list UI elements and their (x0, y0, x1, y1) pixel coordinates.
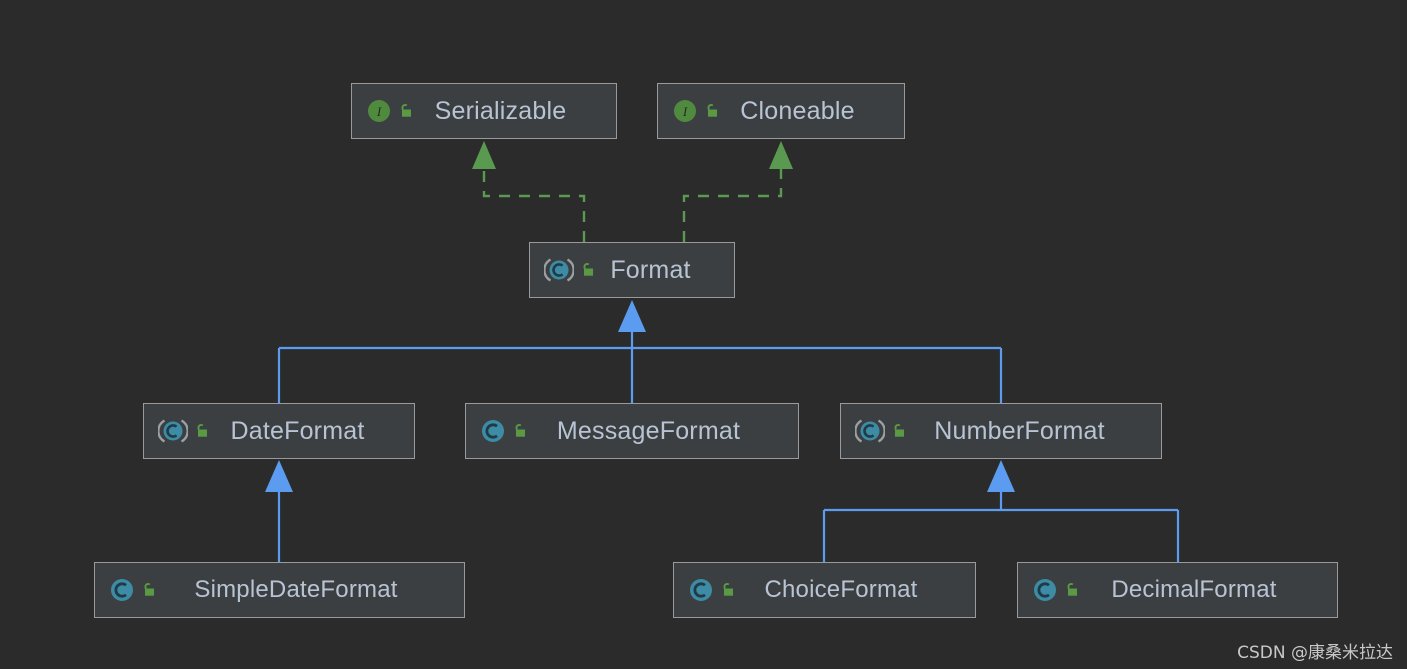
inheritance-arrowhead (618, 300, 646, 332)
inheritance-arrowhead (987, 460, 1015, 492)
node-simpledateformat[interactable]: SimpleDateFormat (94, 562, 465, 618)
node-icon-group (544, 257, 597, 283)
edge-simpledateformat-dateformat (265, 460, 293, 562)
interface-icon: I (674, 100, 696, 122)
node-icon-group (688, 577, 737, 603)
node-label: Serializable (434, 96, 567, 125)
node-serializable[interactable]: I Serializable (351, 83, 617, 139)
edge-group-numberformat-children (822, 460, 1180, 562)
node-label: Format (610, 255, 691, 284)
public-lock-icon (401, 104, 411, 117)
node-choiceformat[interactable]: ChoiceFormat (673, 562, 976, 618)
watermark: CSDN @康桑米拉达 (1237, 643, 1393, 663)
public-lock-icon (1067, 583, 1077, 596)
node-dateformat[interactable]: DateFormat (143, 403, 415, 459)
svg-text:I: I (376, 104, 382, 119)
svg-text:I: I (682, 104, 688, 119)
node-label: MessageFormat (556, 416, 741, 445)
node-icon-group (109, 577, 158, 603)
public-lock-icon (144, 583, 154, 596)
node-label: Cloneable (740, 96, 855, 125)
realization-arrowhead (472, 141, 496, 169)
edge-format-serializable (472, 141, 586, 242)
edge-group-format-children (277, 300, 1003, 403)
abstract-class-icon (158, 419, 188, 443)
edge-format-cloneable (682, 141, 793, 242)
public-lock-icon (583, 263, 593, 276)
node-messageformat[interactable]: MessageFormat (465, 403, 799, 459)
node-icon-group: I (672, 98, 721, 124)
interface-icon: I (368, 100, 390, 122)
public-lock-icon (707, 104, 717, 117)
class-icon (690, 579, 712, 601)
public-lock-icon (723, 583, 733, 596)
node-label: SimpleDateFormat (194, 576, 398, 603)
realization-arrowhead (769, 141, 793, 169)
class-icon (1034, 579, 1056, 601)
node-format[interactable]: Format (529, 242, 735, 298)
abstract-class-icon (855, 419, 885, 443)
node-numberformat[interactable]: NumberFormat (840, 403, 1162, 459)
node-icon-group (1032, 577, 1081, 603)
public-lock-icon (197, 424, 207, 437)
abstract-class-icon (544, 258, 574, 282)
node-cloneable[interactable]: I Cloneable (657, 83, 905, 139)
class-icon (111, 579, 133, 601)
node-icon-group: I (366, 98, 415, 124)
node-label: DecimalFormat (1111, 576, 1277, 603)
public-lock-icon (515, 424, 525, 437)
class-icon (482, 420, 504, 442)
node-label: DateFormat (230, 416, 365, 445)
node-label: ChoiceFormat (764, 576, 918, 603)
inheritance-arrowhead (265, 460, 293, 492)
public-lock-icon (894, 424, 904, 437)
node-icon-group (158, 418, 211, 444)
node-decimalformat[interactable]: DecimalFormat (1017, 562, 1338, 618)
node-icon-group (855, 418, 908, 444)
node-label: NumberFormat (934, 416, 1105, 445)
node-icon-group (480, 418, 529, 444)
